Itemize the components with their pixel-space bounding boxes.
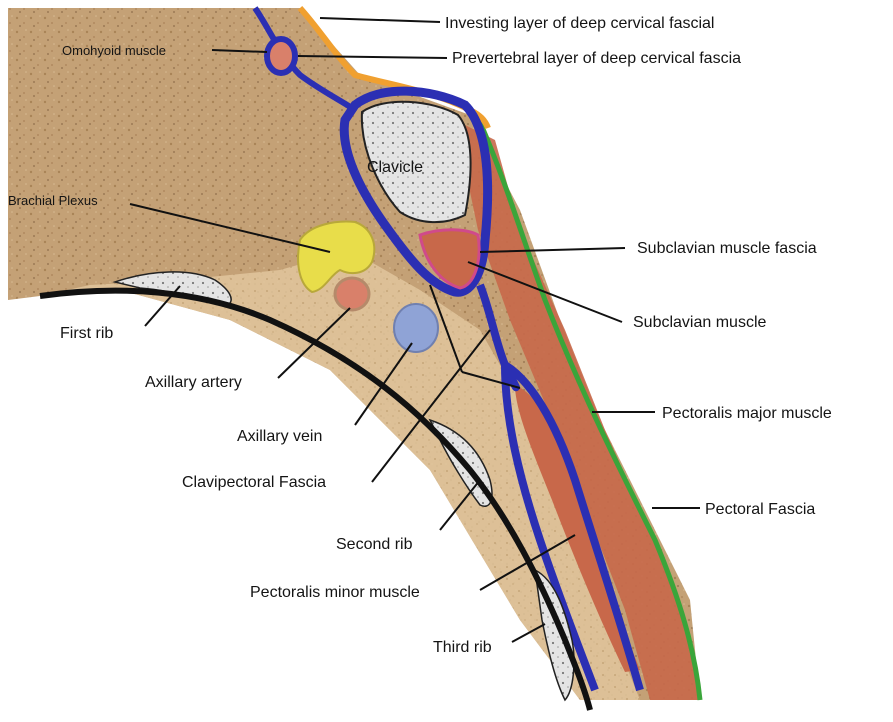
label-prevertebral: Prevertebral layer of deep cervical fasc… bbox=[452, 50, 741, 67]
label-second-rib: Second rib bbox=[336, 536, 413, 553]
label-pectoral-fascia: Pectoral Fascia bbox=[705, 501, 815, 518]
axillary-vein-shape bbox=[394, 304, 438, 352]
label-clavipectoral: Clavipectoral Fascia bbox=[182, 474, 326, 491]
axillary-artery-shape bbox=[335, 278, 369, 310]
label-omohyoid: Omohyoid muscle bbox=[62, 43, 166, 58]
label-subclavian-muscle: Subclavian muscle bbox=[633, 314, 767, 331]
label-subclavian-fascia: Subclavian muscle fascia bbox=[637, 240, 817, 257]
label-clavicle: Clavicle bbox=[367, 159, 423, 176]
label-third-rib: Third rib bbox=[433, 639, 492, 656]
label-pectoralis-major: Pectoralis major muscle bbox=[662, 405, 832, 422]
label-pectoralis-minor: Pectoralis minor muscle bbox=[250, 584, 420, 601]
label-axillary-artery: Axillary artery bbox=[145, 374, 242, 391]
omohyoid-muscle-shape bbox=[267, 39, 295, 73]
label-brachial-plexus: Brachial Plexus bbox=[8, 193, 98, 208]
label-first-rib: First rib bbox=[60, 325, 113, 342]
label-investing: Investing layer of deep cervical fascial bbox=[445, 15, 714, 32]
label-axillary-vein: Axillary vein bbox=[237, 428, 322, 445]
